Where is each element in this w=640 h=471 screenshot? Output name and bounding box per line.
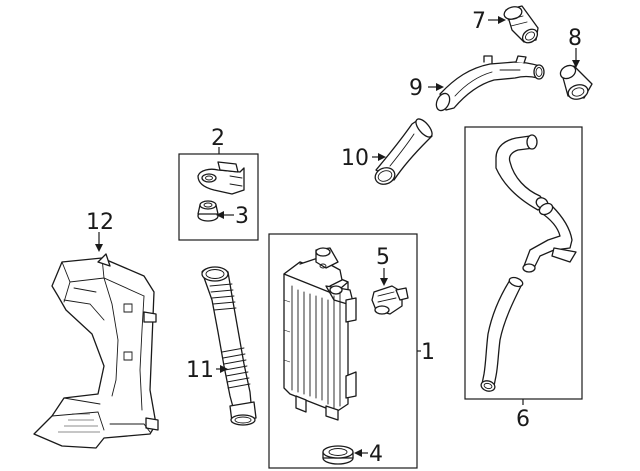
callout-4: 4 xyxy=(369,442,383,467)
part-12-air-deflector xyxy=(33,253,159,449)
part-9-intake-pipe xyxy=(435,55,545,112)
callout-7: 7 xyxy=(472,9,486,34)
callout-10: 10 xyxy=(341,146,369,171)
part-2-bracket xyxy=(197,161,245,195)
part-11-hose xyxy=(201,266,257,426)
callout-3: 3 xyxy=(235,204,249,229)
hose-group-box xyxy=(464,126,583,400)
callout-1: 1 xyxy=(421,340,435,365)
part-4-cap xyxy=(322,445,354,465)
part-1-intercooler xyxy=(283,247,357,421)
callout-2: 2 xyxy=(211,126,225,151)
callout-12: 12 xyxy=(86,210,114,235)
callout-5: 5 xyxy=(376,245,390,270)
part-7-coupler xyxy=(503,5,539,44)
part-5-sensor xyxy=(371,285,409,315)
part-3-grommet xyxy=(197,200,219,222)
part-6-middle-hose xyxy=(522,202,577,273)
callout-11: 11 xyxy=(186,358,214,383)
part-10-duct xyxy=(374,118,433,185)
part-6-upper-hose xyxy=(495,134,549,211)
part-6-lower-hose xyxy=(480,276,524,392)
callout-leaders xyxy=(95,16,580,457)
callout-9: 9 xyxy=(409,76,423,101)
callout-6: 6 xyxy=(516,407,530,432)
callout-8: 8 xyxy=(568,26,582,51)
part-8-sleeve xyxy=(559,64,593,100)
